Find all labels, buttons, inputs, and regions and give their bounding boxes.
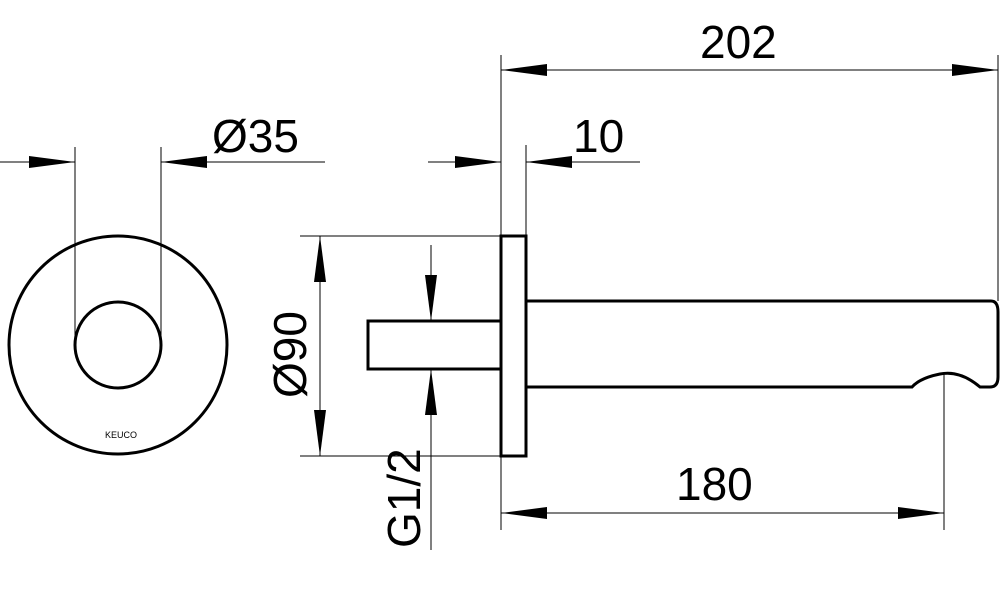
dimension-total-length: 202 xyxy=(500,16,999,301)
spout-body xyxy=(526,299,1000,389)
dimension-label-inner-diameter: Ø35 xyxy=(212,110,299,162)
dimension-label-total-length: 202 xyxy=(700,16,777,68)
dimension-spout-length: 180 xyxy=(500,372,945,530)
dimension-thread: G1/2 xyxy=(378,245,437,550)
rosette-inner-circle xyxy=(73,300,163,390)
dimension-label-thread: G1/2 xyxy=(378,448,430,548)
front-view: KEUCO Ø35 xyxy=(0,110,325,456)
dimension-rosette-thickness: 10 xyxy=(428,110,640,236)
thread-connector xyxy=(366,319,501,371)
keuco-logo: KEUCO xyxy=(105,430,137,440)
dimension-label-rosette-thickness: 10 xyxy=(573,110,624,162)
dimension-inner-diameter: Ø35 xyxy=(0,110,325,345)
dimension-label-spout-length: 180 xyxy=(676,458,753,510)
side-view: 202 10 Ø90 G1/2 180 xyxy=(264,16,1000,550)
dimension-rosette-diameter: Ø90 xyxy=(264,235,501,457)
rosette-outer-circle xyxy=(7,234,229,456)
wall-rosette-plate xyxy=(499,234,528,458)
dimension-label-rosette-diameter: Ø90 xyxy=(264,311,316,398)
